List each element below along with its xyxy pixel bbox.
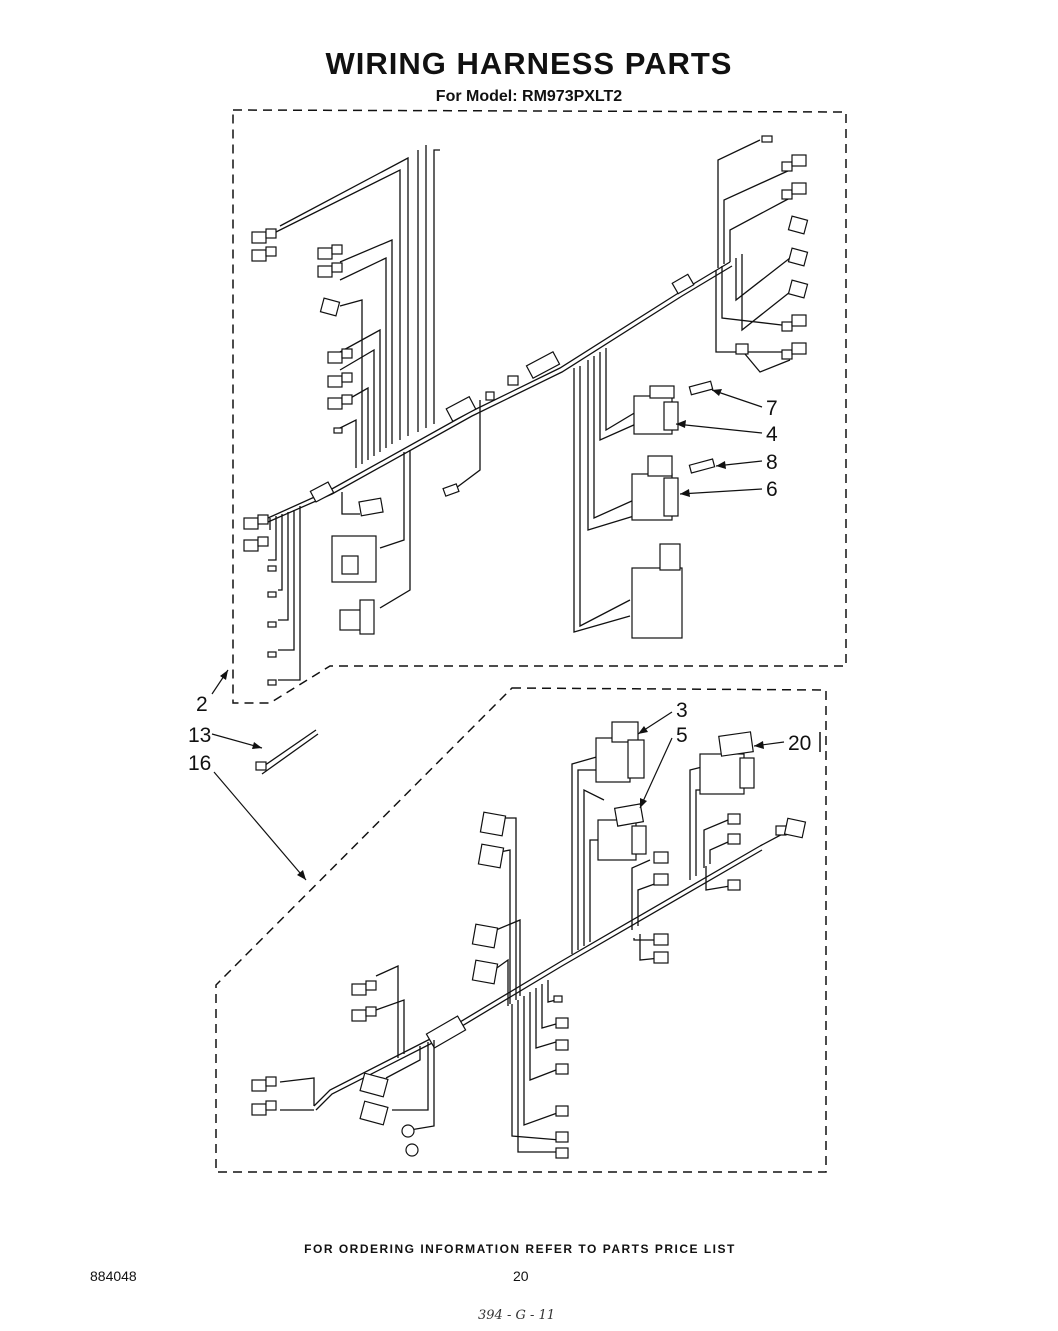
upper-right-connectors bbox=[735, 135, 809, 360]
upper-harness-boundary bbox=[232, 109, 847, 704]
lower-middle-connectors bbox=[471, 811, 569, 1159]
callout-20: 20 bbox=[788, 732, 811, 755]
callout-6: 6 bbox=[766, 478, 778, 501]
callout-3: 3 bbox=[676, 699, 688, 722]
page-number: 20 bbox=[513, 1268, 529, 1284]
lower-upper-left-connectors bbox=[351, 980, 377, 1022]
terminal-8 bbox=[688, 458, 716, 474]
callout-7: 7 bbox=[766, 397, 778, 420]
handwritten-note: 394 - G - 11 bbox=[478, 1308, 556, 1323]
lower-right-small-connectors bbox=[653, 851, 669, 964]
connector-20-small-connectors bbox=[727, 813, 807, 891]
upper-left-connectors bbox=[251, 228, 353, 434]
connector-3 bbox=[595, 737, 631, 783]
lower-left-connectors-b bbox=[251, 1076, 277, 1116]
callout-16: 16 bbox=[188, 752, 211, 775]
callout-4: 4 bbox=[766, 423, 778, 446]
model-subtitle: For Model: RM973PXLT2 bbox=[435, 88, 623, 105]
lower-left-connectors bbox=[243, 514, 277, 686]
connector-20 bbox=[699, 753, 745, 795]
callout-8: 8 bbox=[766, 451, 778, 474]
callout-5: 5 bbox=[676, 724, 688, 747]
ordering-footer: FOR ORDERING INFORMATION REFER TO PARTS … bbox=[304, 1242, 736, 1256]
lower-harness bbox=[251, 721, 807, 1159]
upper-harness bbox=[243, 135, 809, 686]
lower-harness-boundary bbox=[215, 687, 827, 1173]
page-title: WIRING HARNESS PARTS bbox=[325, 46, 733, 81]
large-connector bbox=[631, 567, 683, 639]
callout-leaders bbox=[211, 389, 785, 881]
callout-13: 13 bbox=[188, 724, 211, 747]
cable-tie-13 bbox=[257, 729, 317, 771]
terminal-7 bbox=[688, 380, 714, 396]
document-number: 884048 bbox=[90, 1268, 137, 1284]
callout-2: 2 bbox=[196, 693, 208, 716]
connector-5 bbox=[597, 819, 637, 861]
